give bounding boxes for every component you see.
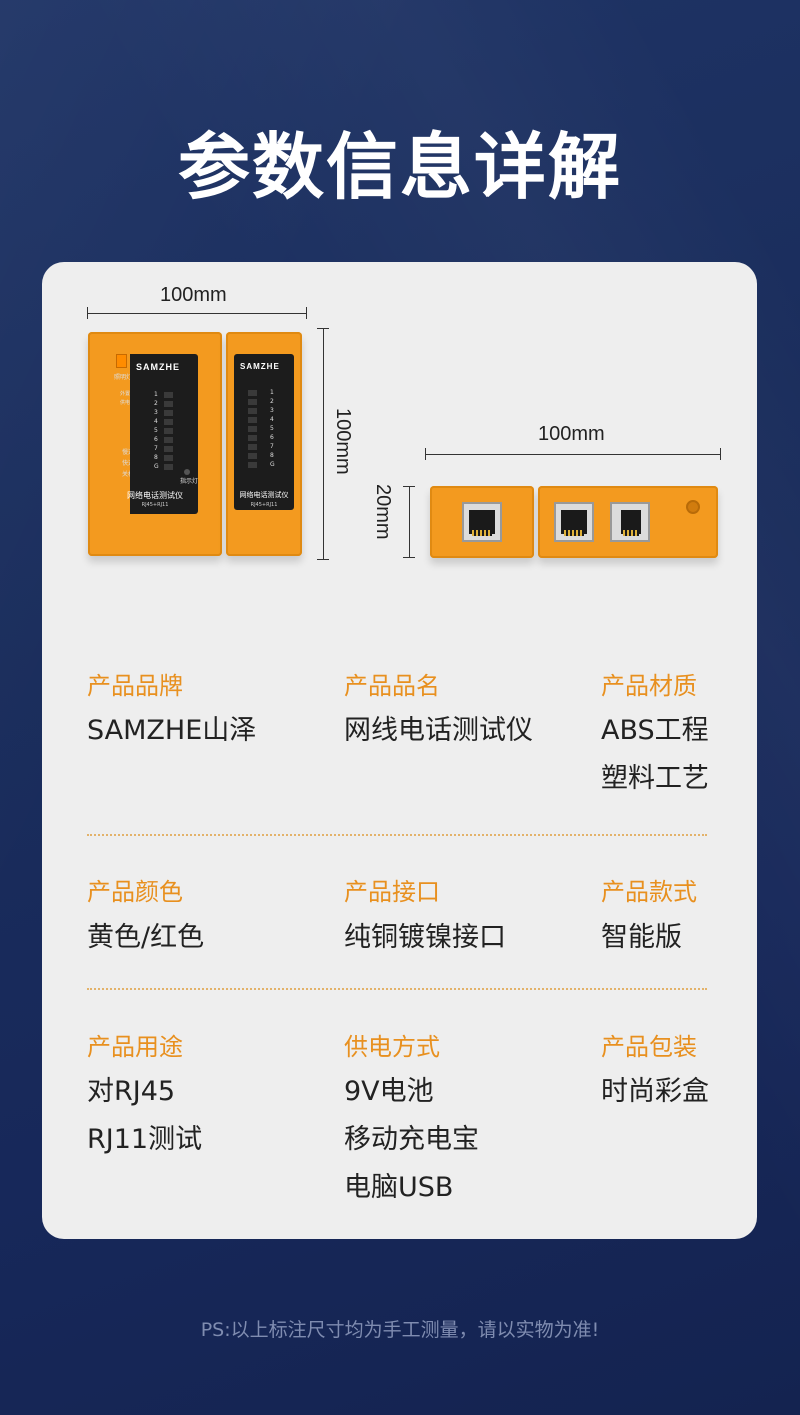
rj11-port-icon [610,502,650,542]
spec-label-power: 供电方式 [344,1033,440,1061]
side-height-line [409,486,410,558]
front-panel-main [130,354,198,514]
front-height-tick-bottom [317,559,329,560]
spec-label-usage: 产品用途 [87,1033,183,1061]
side-width-line [425,454,721,455]
spec-value-package: 时尚彩盒 [601,1076,709,1107]
indicator-led-icon [184,469,190,475]
device-sub-main: RJ45+RJ11 [141,502,169,508]
front-width-line [87,313,307,314]
spec-label-material: 产品材质 [601,672,697,700]
off-label: 关机 [122,471,135,478]
usb-port-icon [686,500,700,514]
rj45-port-icon [462,502,502,542]
divider-1 [87,834,707,836]
indicator-label: 指示灯 [180,478,199,485]
spec-label-brand: 产品品牌 [87,672,183,700]
side-width-tick-right [720,448,721,460]
brand-label-main: SAMZHE [136,362,180,372]
led-column-remote [248,390,257,471]
power-light-icon [116,354,127,368]
divider-2 [87,988,707,990]
front-width-tick-left [87,307,88,319]
spec-value-interface: 纯铜镀镍接口 [344,922,506,953]
front-height-label: 100mm [332,408,354,475]
front-panel-remote [234,354,294,510]
fast-label: 快速 [122,460,135,467]
spec-label-package: 产品包装 [601,1033,697,1061]
power-light-label: 照明灯 [114,374,133,381]
spec-label-style: 产品款式 [601,878,697,906]
spec-label-name: 产品品名 [344,672,440,700]
front-width-tick-right [306,307,307,319]
side-view-remote [430,486,534,558]
slow-label: 慢速 [122,449,135,456]
page-title: 参数信息详解 [177,125,622,209]
side-width-tick-left [425,448,426,460]
brand-label-remote: SAMZHE [240,362,280,371]
front-height-tick-top [317,328,329,329]
spec-value-color: 黄色/红色 [87,922,205,953]
device-name-remote: 网络电话测试仪 [239,491,289,499]
device-sub-remote: RJ45+RJ11 [250,502,278,508]
side-height-tick-top [403,486,415,487]
spec-label-interface: 产品接口 [344,878,440,906]
device-name-main: 网络电话测试仪 [127,491,183,500]
power-label: 外置供电 [120,391,131,406]
side-height-label: 20mm [372,484,394,540]
spec-value-brand: SAMZHE山泽 [87,715,257,746]
front-height-line [323,328,324,560]
front-width-label: 100mm [160,284,227,306]
spec-value-material: ABS工程塑料工艺 [601,715,709,794]
side-view-main [538,486,718,558]
rj45-port-main-icon [554,502,594,542]
side-width-label: 100mm [538,423,605,445]
spec-value-power: 9V电池移动充电宝电脑USB [344,1076,479,1203]
spec-label-color: 产品颜色 [87,878,183,906]
side-height-tick-bottom [403,557,415,558]
spec-value-style: 智能版 [601,922,682,953]
footnote: PS:以上标注尺寸均为手工测量，请以实物为准! [200,1319,600,1341]
led-column-main [164,392,173,473]
spec-value-name: 网线电话测试仪 [344,715,533,746]
